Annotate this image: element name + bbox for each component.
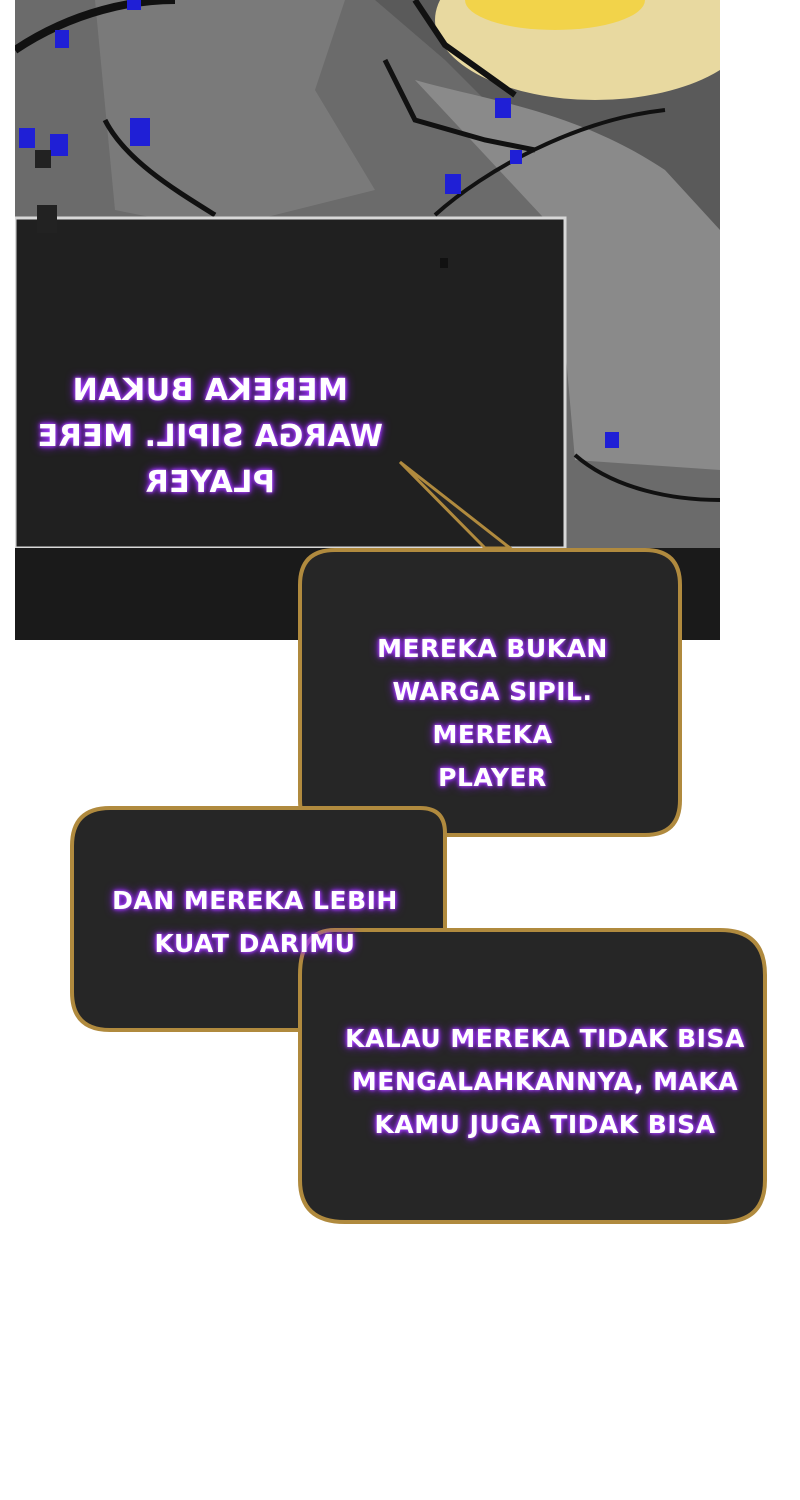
- speech-bubble-shape-1: [298, 548, 682, 837]
- bubble-line: KALAU MEREKA TIDAK BISA: [345, 1024, 745, 1053]
- bubble-line: KUAT DARIMU: [154, 929, 356, 958]
- bubble-line: WARGA SIPIL. MEREKA: [392, 677, 593, 749]
- bubble-line: MEREKA BUKAN: [377, 634, 608, 663]
- bubble-line: MENGALAHKANNYA, MAKA: [351, 1067, 739, 1096]
- speech-bubble-1: MEREKA BUKAN WARGA SIPIL. MEREKA PLAYER: [330, 627, 655, 799]
- speech-bubble-shape-3: [298, 928, 767, 1224]
- speech-bubble-3: KALAU MEREKA TIDAK BISA MENGALAHKANNYA, …: [340, 1017, 750, 1146]
- comic-panel: MEREKA BUKAN WARGA SIPIL. MERE PLAYER: [15, 0, 720, 640]
- bubble-line: DAN MEREKA LEBIH: [112, 886, 398, 915]
- bubble-line: PLAYER: [438, 763, 547, 792]
- panel-artwork: [15, 0, 720, 640]
- bubble-line: KAMU JUGA TIDAK BISA: [374, 1110, 716, 1139]
- speech-bubble-2: DAN MEREKA LEBIH KUAT DARIMU: [110, 879, 400, 965]
